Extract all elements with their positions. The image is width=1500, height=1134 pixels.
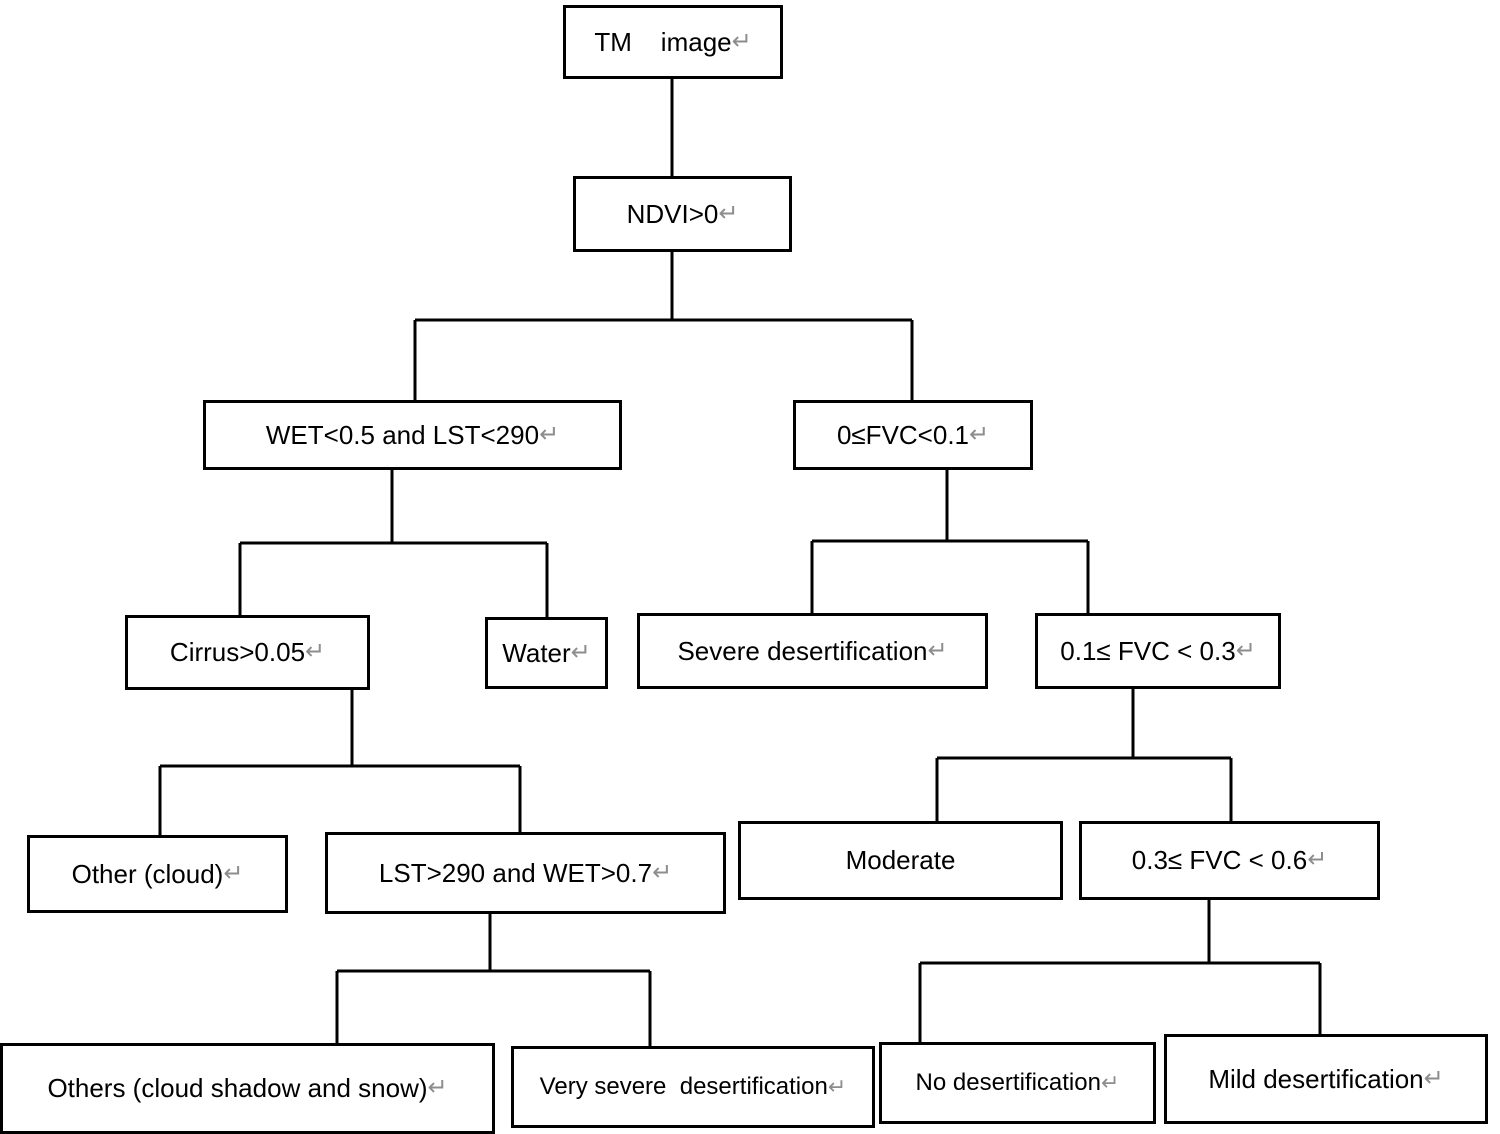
return-symbol-icon: ↵ [1423, 1064, 1444, 1092]
node-fvc-03-06: 0.3≤ FVC < 0.6↵ [1079, 821, 1380, 900]
node-water: Water↵ [485, 617, 608, 689]
node-severe-desertification: Severe desertification↵ [637, 613, 988, 689]
return-symbol-icon: ↵ [570, 638, 591, 666]
node-very-severe-desertification: Very severe desertification↵ [511, 1046, 875, 1128]
node-label: Other (cloud) [71, 858, 224, 889]
return-symbol-icon: ↵ [927, 636, 948, 664]
node-others-cloud-shadow-snow: Others (cloud shadow and snow)↵ [0, 1043, 495, 1134]
node-fvc-01-03: 0.1≤ FVC < 0.3↵ [1035, 613, 1281, 689]
node-label: Moderate [845, 845, 956, 876]
node-wet-lst: WET<0.5 and LST<290↵ [203, 400, 622, 470]
node-label: NDVI>0 [626, 198, 719, 229]
return-symbol-icon: ↵ [539, 420, 560, 448]
return-symbol-icon: ↵ [827, 1073, 847, 1099]
node-label: 0.1≤ FVC < 0.3 [1060, 635, 1236, 666]
node-label: Mild desertification [1208, 1063, 1424, 1094]
node-label: No desertification [915, 1068, 1101, 1096]
return-symbol-icon: ↵ [731, 27, 752, 55]
node-fvc-0-01: 0≤FVC<0.1↵ [793, 400, 1033, 470]
node-mild-desertification: Mild desertification↵ [1164, 1034, 1488, 1124]
node-other-cloud: Other (cloud)↵ [27, 835, 288, 913]
node-label: Severe desertification [677, 635, 928, 666]
return-symbol-icon: ↵ [969, 420, 990, 448]
node-label: TM image [594, 26, 732, 57]
return-symbol-icon: ↵ [652, 858, 673, 886]
return-symbol-icon: ↵ [1307, 846, 1328, 874]
node-label: 0.3≤ FVC < 0.6 [1131, 845, 1308, 876]
node-lst-wet: LST>290 and WET>0.7↵ [325, 832, 726, 914]
node-label: Water [502, 637, 571, 668]
node-moderate: Moderate [738, 821, 1063, 900]
node-label: WET<0.5 and LST<290 [265, 419, 540, 450]
node-label: 0≤FVC<0.1 [836, 419, 970, 450]
node-ndvi: NDVI>0↵ [573, 176, 792, 252]
return-symbol-icon: ↵ [427, 1074, 448, 1102]
return-symbol-icon: ↵ [223, 859, 244, 887]
return-symbol-icon: ↵ [1235, 636, 1256, 664]
node-label: Others (cloud shadow and snow) [47, 1073, 428, 1104]
node-label: Very severe desertification [539, 1072, 828, 1100]
return-symbol-icon: ↵ [718, 199, 739, 227]
node-tm-image: TM image↵ [563, 5, 783, 79]
return-symbol-icon: ↵ [305, 638, 326, 666]
node-cirrus: Cirrus>0.05↵ [125, 615, 370, 690]
node-label: LST>290 and WET>0.7 [378, 857, 653, 888]
node-label: Cirrus>0.05 [169, 637, 306, 668]
return-symbol-icon: ↵ [1100, 1069, 1120, 1095]
node-no-desertification: No desertification↵ [879, 1042, 1156, 1124]
